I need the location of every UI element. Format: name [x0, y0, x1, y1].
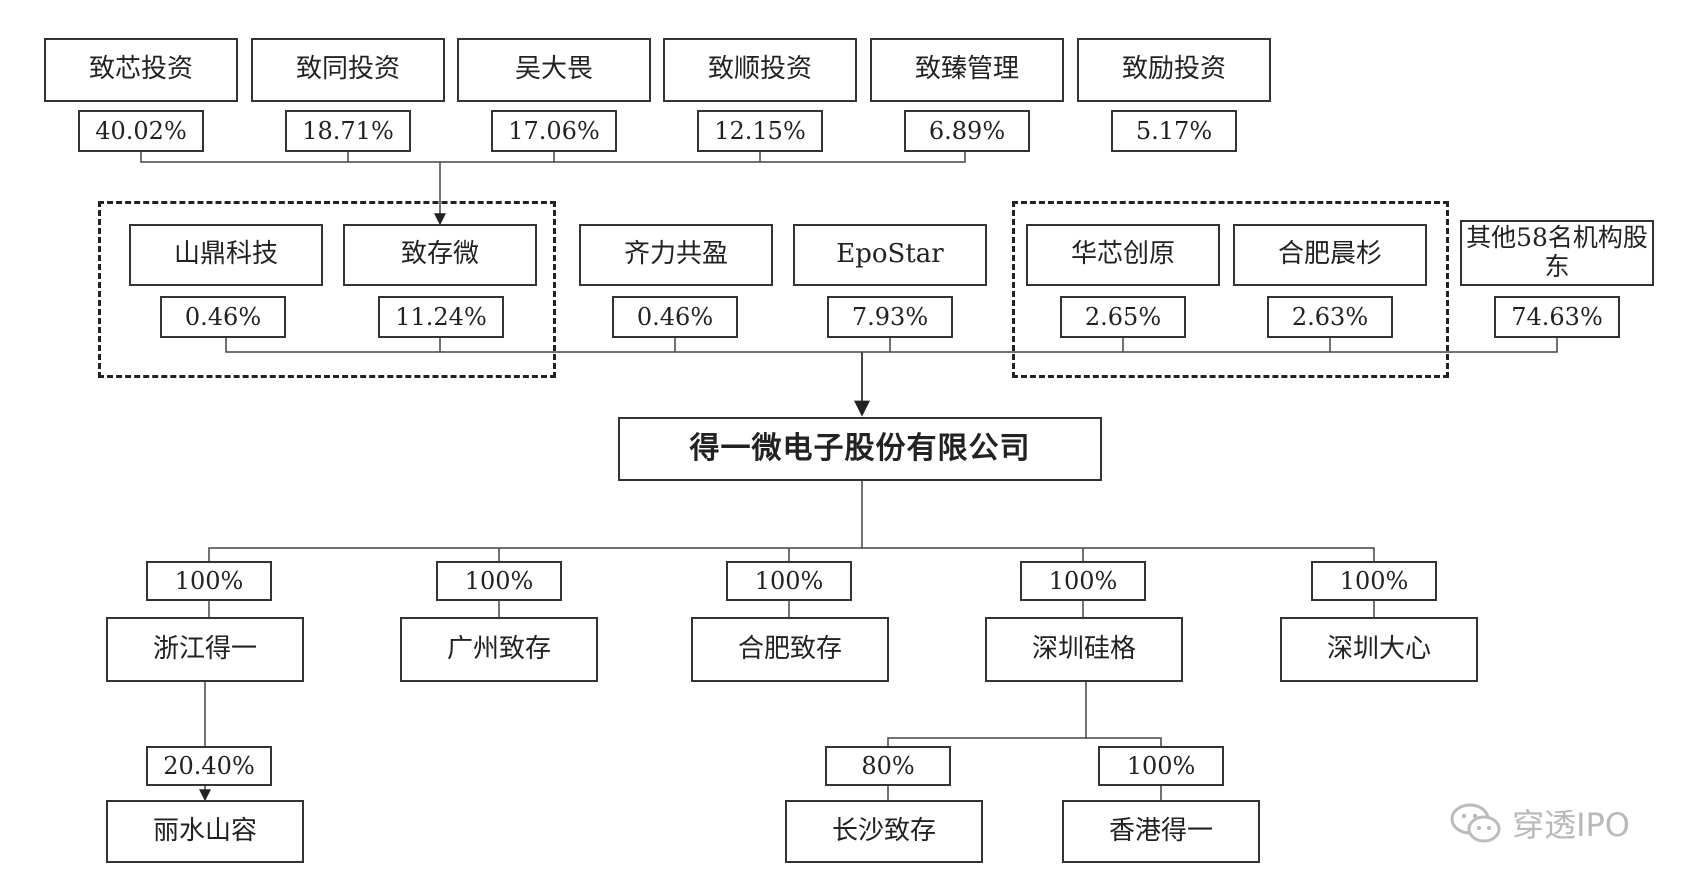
top-holder-pct: 12.15% [697, 110, 823, 152]
subsidiary-pct: 100% [726, 561, 852, 601]
shareholder-box: 其他58名机构股东 [1460, 220, 1654, 286]
subsidiary-pct: 100% [1311, 561, 1437, 601]
top-holder-pct: 40.02% [78, 110, 204, 152]
dashed-group-right [1012, 201, 1449, 378]
main-company-box: 得一微电子股份有限公司 [618, 417, 1102, 481]
shareholder-pct: 2.63% [1267, 296, 1393, 338]
shareholder-box: 山鼎科技 [129, 224, 323, 286]
shareholder-pct: 0.46% [160, 296, 286, 338]
dashed-group-left [98, 201, 556, 378]
top-holder-connector [140, 152, 966, 163]
subsidiary-box: 深圳大心 [1280, 617, 1478, 682]
subsidiary-box: 广州致存 [400, 617, 598, 682]
top-holder-pct: 17.06% [491, 110, 617, 152]
shareholder-box: 华芯创原 [1026, 224, 1220, 286]
watermark-text: 穿透IPO [1512, 806, 1630, 844]
top-holder-box: 吴大畏 [457, 38, 651, 102]
shareholder-box: EpoStar [793, 224, 987, 286]
subsidiary-pct: 100% [1020, 561, 1146, 601]
subsidiary-pct: 100% [436, 561, 562, 601]
sub-subsidiary-box: 长沙致存 [785, 800, 983, 863]
shareholder-pct: 74.63% [1494, 296, 1620, 338]
shareholder-pct: 7.93% [827, 296, 953, 338]
shareholder-box: 合肥晨杉 [1233, 224, 1427, 286]
subsidiary-box: 浙江得一 [106, 617, 304, 682]
subsidiary-pct: 100% [146, 561, 272, 601]
shareholder-pct: 11.24% [378, 296, 504, 338]
top-holder-box: 致顺投资 [663, 38, 857, 102]
top-holder-box: 致芯投资 [44, 38, 238, 102]
shareholder-pct: 2.65% [1060, 296, 1186, 338]
shareholder-connector [225, 338, 1558, 353]
top-holder-box: 致同投资 [251, 38, 445, 102]
sub-subsidiary-pct: 20.40% [146, 746, 272, 786]
wechat-icon [1450, 803, 1501, 843]
top-holder-pct: 6.89% [904, 110, 1030, 152]
shareholder-pct: 0.46% [612, 296, 738, 338]
watermark: 穿透IPO [1448, 800, 1630, 846]
shareholder-box: 齐力共盈 [579, 224, 773, 286]
top-holder-pct: 18.71% [285, 110, 411, 152]
shareholder-box: 致存微 [343, 224, 537, 286]
sub-subsidiary-pct: 100% [1098, 746, 1224, 786]
top-holder-pct: 5.17% [1111, 110, 1237, 152]
sub-subsidiary-box: 香港得一 [1062, 800, 1260, 863]
subsidiary-box: 深圳硅格 [985, 617, 1183, 682]
top-holder-box: 致臻管理 [870, 38, 1064, 102]
top-holder-box: 致励投资 [1077, 38, 1271, 102]
subsidiary-connector [861, 481, 1375, 561]
subsidiary-box: 合肥致存 [691, 617, 889, 682]
sub-subsidiary-pct: 80% [825, 746, 951, 786]
sub-subsidiary-box: 丽水山容 [106, 800, 304, 863]
